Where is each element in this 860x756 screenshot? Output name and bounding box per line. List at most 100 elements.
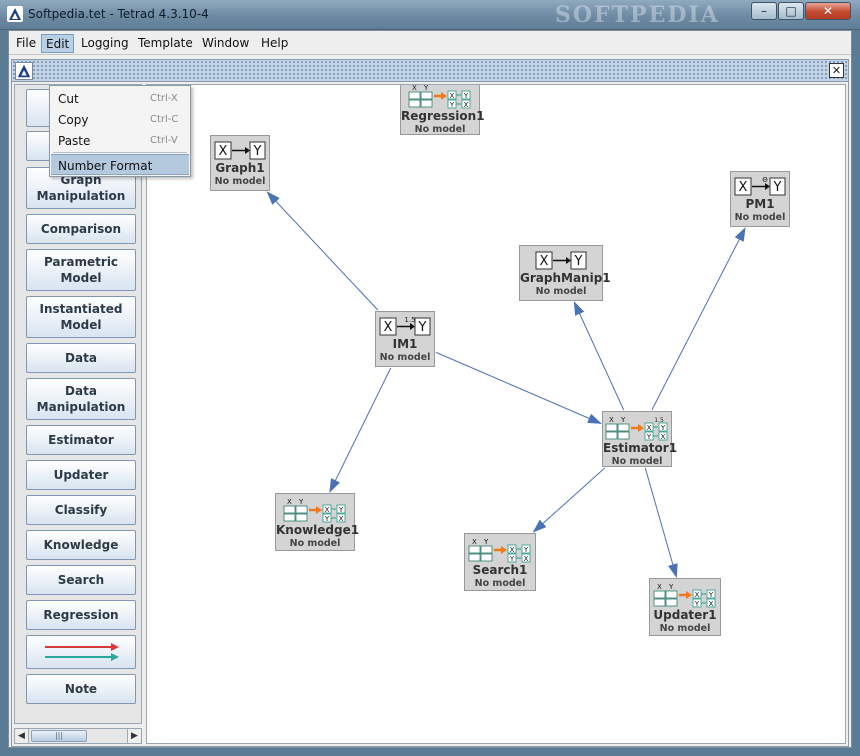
svg-text:1.5: 1.5 [404,316,415,324]
flow-arrows-icon [45,643,119,661]
svg-text:Y: Y [253,144,262,159]
edge-im1-to-estimator1[interactable] [435,351,602,424]
edge-estimator1-to-pm1[interactable] [651,227,746,411]
node-label: Graph1 [215,161,265,175]
menu-item-cut[interactable]: Cut Ctrl-X [58,92,178,106]
svg-text:Y: Y [423,84,429,92]
svg-text:X: X [661,433,666,441]
node-status: No model [214,176,266,187]
node-status: No model [659,623,711,634]
node-label: Knowledge1 [276,523,360,537]
palette-instantiated-model-button[interactable]: Instantiated Model [26,296,136,338]
palette-updater-button[interactable]: Updater [26,460,136,490]
menu-item-paste[interactable]: Paste Ctrl-V [58,134,178,148]
edge-estimator1-to-updater1[interactable] [644,467,678,578]
edge-estimator1-to-graphmanip1[interactable] [573,301,625,411]
internal-frame-close-button[interactable]: ✕ [829,63,844,78]
palette-regression-button[interactable]: Regression [26,600,136,630]
palette-classify-button[interactable]: Classify [26,495,136,525]
palette-search-button[interactable]: Search [26,565,136,595]
scroll-left-icon[interactable]: ◀ [15,729,29,743]
session-internal-frame: ✕ Graph Graph Manipulation Comparison Pa… [11,59,849,747]
window-title-bar[interactable]: Softpedia.tet - Tetrad 4.3.10-4 SOFTPEDI… [0,0,860,30]
menu-window[interactable]: Window [202,36,250,50]
menu-edit[interactable]: Edit [41,34,75,53]
edge-estimator1-to-search1[interactable] [532,467,606,533]
svg-text:Y: Y [660,424,666,432]
palette-estimator-button[interactable]: Estimator [26,425,136,455]
svg-text:X: X [709,600,714,608]
minimize-button[interactable]: – [751,2,777,20]
tool-palette: Graph Graph Manipulation Comparison Para… [14,84,142,724]
node-status: No model [379,352,431,363]
palette-data-button[interactable]: Data [26,343,136,373]
svg-text:Y: Y [338,506,344,514]
node-status: No model [289,538,341,549]
palette-knowledge-button[interactable]: Knowledge [26,530,136,560]
edge-im1-to-knowledge1[interactable] [329,367,392,493]
edge-im1-to-graph1[interactable] [266,191,379,311]
svg-text:Y: Y [668,583,674,591]
node-status: No model [474,578,526,589]
scrollbar-thumb[interactable]: ||| [31,730,87,742]
svg-text:Y: Y [574,254,583,269]
svg-text:X: X [647,424,652,432]
palette-data-manipulation-button[interactable]: Data Manipulation [26,378,136,420]
node-label: Regression1 [401,109,485,123]
menu-logging[interactable]: Logging [81,36,129,50]
estimator-icon: X Y 1.5 X Y Y X [603,415,671,441]
svg-text:X: X [472,538,477,546]
svg-text:Y: Y [708,591,714,599]
svg-text:X: X [524,555,529,563]
menu-bar: File Edit Logging Template Window Help [9,31,851,55]
palette-horizontal-scrollbar[interactable]: ◀ ||| ▶ [14,728,142,744]
palette-note-button[interactable]: Note [26,674,136,704]
search-icon: X Y X Y Y X [465,537,535,563]
knowledge-icon: X Y X Y Y X [276,497,354,523]
svg-text:Θ: Θ [762,176,768,184]
menu-item-copy[interactable]: Copy Ctrl-C [58,113,179,127]
instantiated-model-icon: X 1.5 Y [376,315,434,337]
node-label: IM1 [392,337,418,351]
palette-flow-arrow-button[interactable] [26,635,136,669]
svg-text:Y: Y [694,600,700,608]
menu-file[interactable]: File [16,36,37,50]
internal-frame-title-bar[interactable]: ✕ [12,60,848,82]
svg-text:X: X [739,180,748,195]
svg-text:Y: Y [620,416,626,424]
menu-help[interactable]: Help [261,36,289,50]
node-status: No model [734,212,786,223]
menu-template[interactable]: Template [138,36,193,50]
node-status: No model [535,286,587,297]
node-label: PM1 [745,197,775,211]
node-label: GraphManip1 [520,271,611,285]
svg-text:X: X [464,101,469,109]
menu-separator [53,152,187,153]
svg-text:X: X [657,583,662,591]
close-window-button[interactable]: ✕ [805,2,851,20]
graph-icon: X Y [211,139,269,161]
node-label: Search1 [472,563,528,577]
svg-text:Y: Y [523,546,529,554]
palette-comparison-button[interactable]: Comparison [26,214,136,244]
maximize-button[interactable]: □ [778,2,804,20]
scroll-right-icon[interactable]: ▶ [127,729,141,743]
graph-manipulation-icon: X Y [520,249,602,271]
node-label: Estimator1 [603,441,678,455]
svg-text:X: X [339,515,344,523]
svg-text:Y: Y [324,515,330,523]
palette-parametric-model-button[interactable]: Parametric Model [26,249,136,291]
svg-text:X: X [540,254,549,269]
svg-text:X: X [287,498,292,506]
menu-item-number-format[interactable]: Number Format [51,154,189,175]
